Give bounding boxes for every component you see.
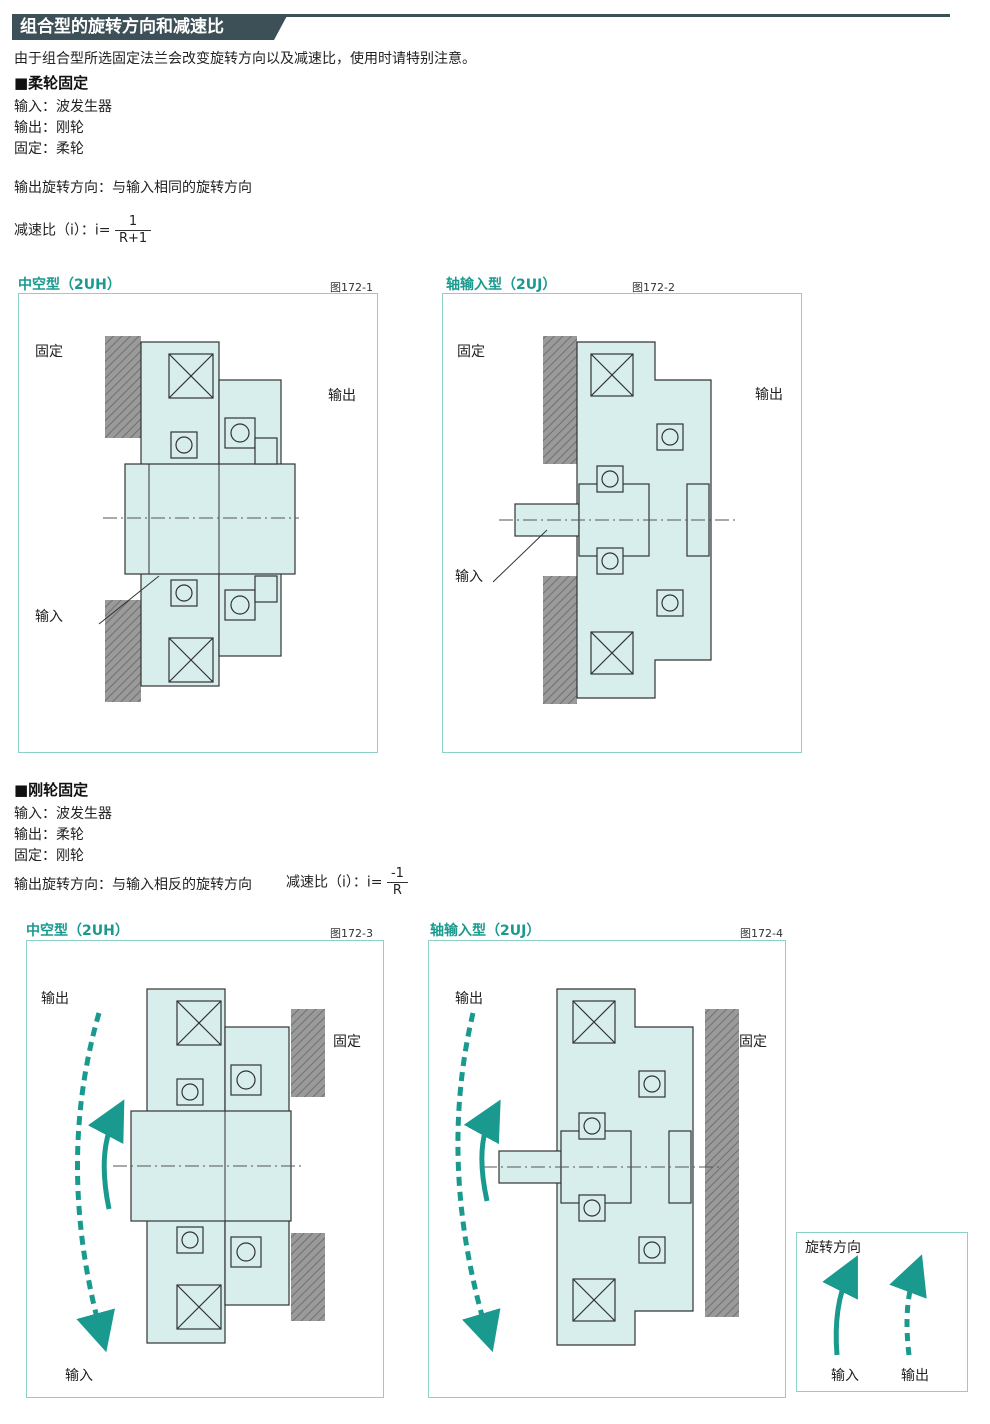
- fixed-wall: [105, 336, 141, 438]
- flexspline-input: 输入：波发生器: [14, 99, 112, 115]
- reducer-body: [124, 341, 296, 687]
- input-leader: [492, 529, 548, 583]
- circular-fixed-heading: ■刚轮固定: [14, 781, 89, 799]
- reducer-body: [130, 988, 292, 1344]
- circular-input: 输入：波发生器: [14, 806, 112, 822]
- ratio-fraction: 1 R+1: [114, 214, 152, 247]
- section-title: 组合型的旋转方向和减速比: [20, 17, 224, 37]
- circular-fixed: 固定：刚轮: [14, 848, 84, 864]
- fig3-fixed-label: 固定: [333, 1034, 361, 1050]
- fig4-number: 图172-4: [740, 927, 783, 940]
- fig2-drawing: [492, 336, 735, 704]
- ratio-denominator: R: [392, 883, 402, 898]
- input-leader: [98, 575, 160, 625]
- fig3-title: 中空型（2UH）: [26, 923, 129, 939]
- fig4-output-label: 输出: [455, 991, 483, 1007]
- fig4-panel: 输出 固定: [428, 940, 786, 1398]
- fixed-wall: [705, 1009, 739, 1317]
- input-arrow-sample: [822, 1255, 858, 1356]
- fig1-panel: 固定 输出 输入: [18, 293, 378, 753]
- legend-input-label: 输入: [831, 1368, 859, 1384]
- fig1-drawing: [98, 336, 299, 702]
- fig3-output-label: 输出: [41, 991, 69, 1007]
- fig4-fixed-label: 固定: [739, 1034, 767, 1050]
- fixed-wall: [291, 1233, 325, 1321]
- ratio-denominator: R+1: [118, 231, 148, 246]
- reducer-body: [498, 988, 694, 1346]
- fig2-output-label: 输出: [755, 387, 783, 403]
- fig3-drawing: [75, 988, 325, 1353]
- output-rotation-arrow: [455, 1012, 501, 1353]
- ratio-numerator: -1: [386, 866, 408, 883]
- fig2-number: 图172-2: [632, 281, 675, 294]
- flexspline-fixed-heading: ■柔轮固定: [14, 74, 89, 92]
- output-rotation-arrow: [75, 1012, 115, 1353]
- fig1-number: 图172-1: [330, 281, 373, 294]
- intro-text: 由于组合型所选固定法兰会改变旋转方向以及减速比，使用时请特别注意。: [14, 51, 476, 67]
- fig3-input-label: 输入: [65, 1368, 93, 1384]
- circular-direction: 输出旋转方向：与输入相反的旋转方向: [14, 877, 252, 893]
- fig3-number: 图172-3: [330, 927, 373, 940]
- rotation-legend: 旋转方向 输入 输出: [796, 1232, 968, 1392]
- flexspline-ratio: 减速比（i）：i= 1 R+1: [14, 214, 152, 247]
- fig1-title: 中空型（2UH）: [18, 277, 121, 293]
- ratio-numerator: 1: [114, 214, 152, 231]
- ratio-label: 减速比（i）：i=: [286, 874, 383, 891]
- circular-ratio: 减速比（i）：i= -1 R: [286, 866, 408, 899]
- fixed-wall: [291, 1009, 325, 1097]
- fig1-input-label: 输入: [35, 609, 63, 625]
- legend-output-label: 输出: [901, 1368, 929, 1384]
- flexspline-output: 输出：刚轮: [14, 120, 84, 136]
- legend-title: 旋转方向: [805, 1240, 861, 1256]
- fig1-fixed-label: 固定: [35, 344, 63, 360]
- fig4-drawing: [455, 988, 739, 1353]
- fig2-fixed-label: 固定: [457, 344, 485, 360]
- fig2-title: 轴输入型（2UJ）: [446, 277, 557, 293]
- fig3-panel: 输出 固定 输入: [26, 940, 384, 1398]
- output-arrow-sample: [889, 1254, 927, 1356]
- fixed-wall: [543, 576, 577, 704]
- fig2-panel: 固定 输出 输入: [442, 293, 802, 753]
- fig1-output-label: 输出: [328, 388, 356, 404]
- fig2-input-label: 输入: [455, 569, 483, 585]
- fig4-title: 轴输入型（2UJ）: [430, 923, 541, 939]
- section-header: 组合型的旋转方向和减速比: [12, 14, 950, 40]
- ratio-fraction: -1 R: [386, 866, 408, 899]
- fixed-wall: [543, 336, 577, 464]
- flexspline-fixed: 固定：柔轮: [14, 141, 84, 157]
- input-rotation-arrow: [87, 1099, 125, 1210]
- ratio-label: 减速比（i）：i=: [14, 222, 111, 239]
- circular-output: 输出：柔轮: [14, 827, 84, 843]
- flexspline-direction: 输出旋转方向：与输入相同的旋转方向: [14, 180, 252, 196]
- legend-arrows: [822, 1254, 927, 1356]
- input-rotation-arrow: [463, 1099, 501, 1202]
- fixed-wall: [105, 600, 141, 702]
